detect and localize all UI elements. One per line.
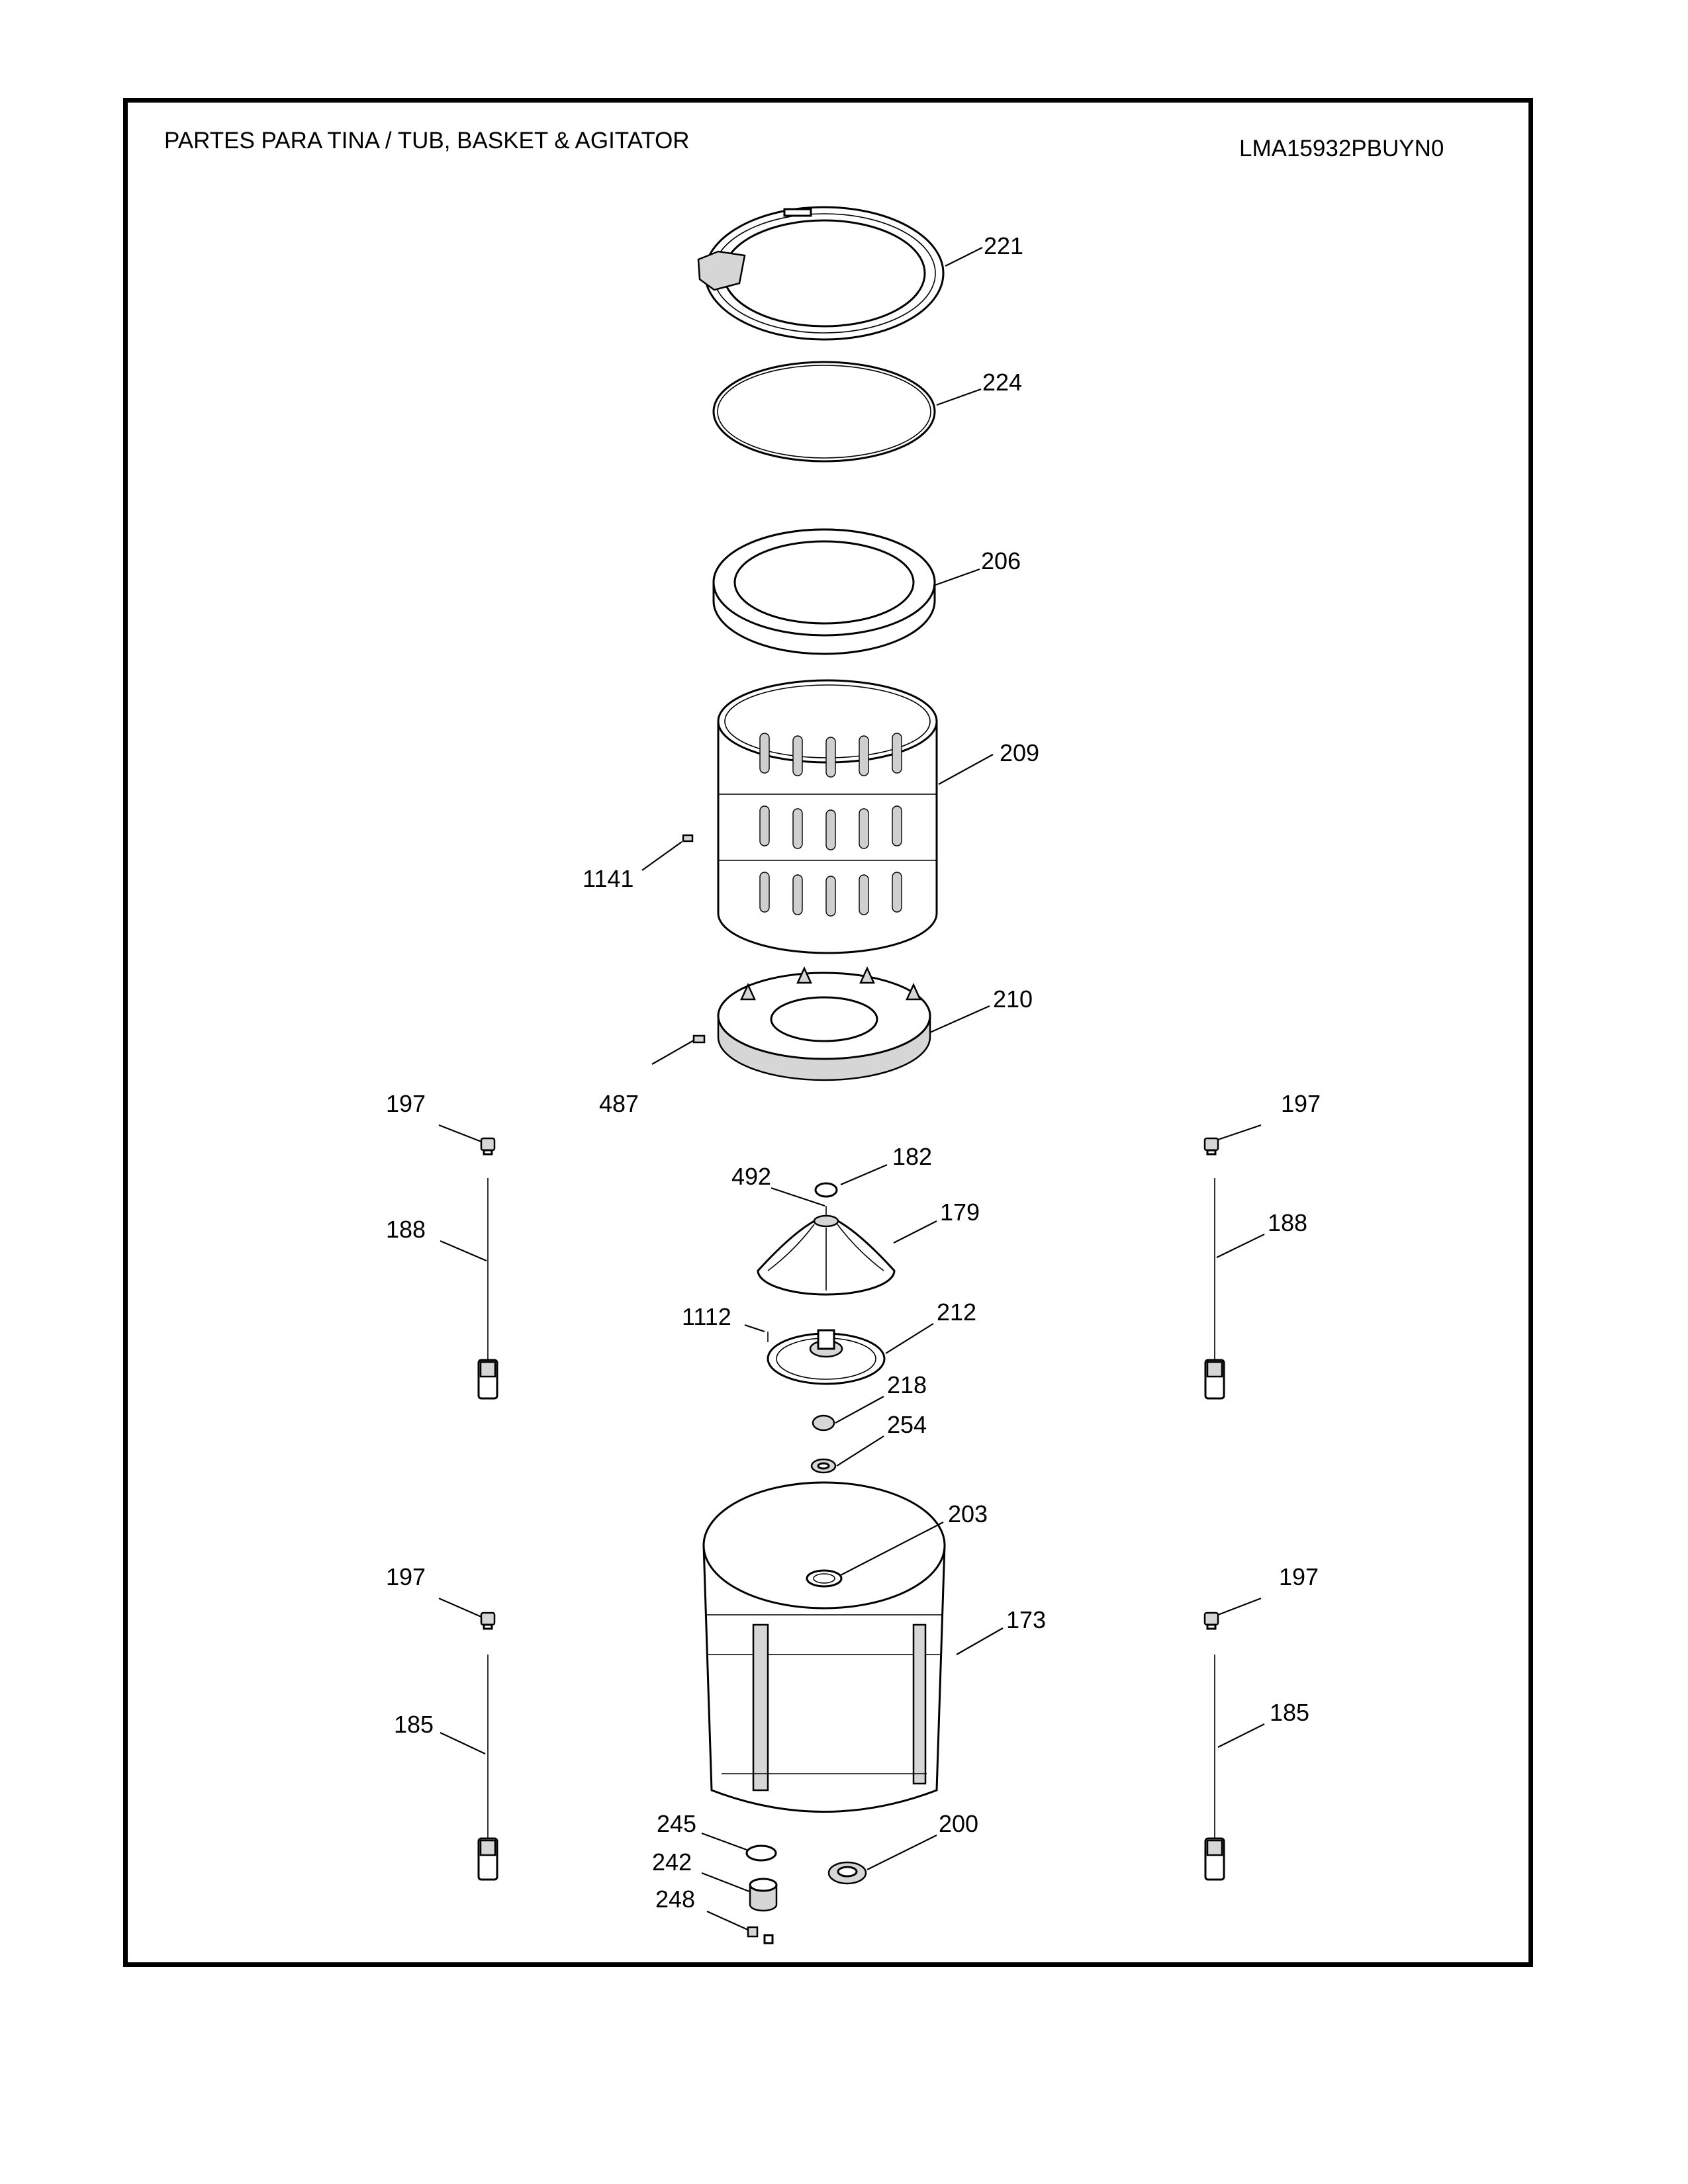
part-209-wash-basket — [717, 679, 938, 954]
callout-197-lower-right: 197 — [1279, 1563, 1319, 1590]
callout-173: 173 — [1006, 1606, 1046, 1633]
part-197-grommet-upper-left — [480, 1137, 496, 1156]
part-173-outer-tub — [702, 1481, 946, 1813]
page-title: PARTES PARA TINA / TUB, BASKET & AGITATO… — [164, 128, 690, 154]
callout-188-left: 188 — [386, 1216, 426, 1243]
part-206-balance-ring — [712, 528, 936, 655]
callout-245: 245 — [657, 1810, 696, 1837]
callout-221: 221 — [984, 232, 1023, 259]
callout-203: 203 — [948, 1500, 988, 1527]
callout-197-lower-left: 197 — [386, 1563, 426, 1590]
part-188-suspension-rod-right — [1204, 1178, 1225, 1400]
callout-1112: 1112 — [682, 1303, 731, 1330]
callout-185-right: 185 — [1270, 1699, 1309, 1726]
callout-182: 182 — [892, 1143, 932, 1170]
part-200-bearing-seal — [827, 1861, 867, 1885]
part-1141-screw — [682, 834, 694, 842]
callout-179: 179 — [940, 1199, 980, 1226]
part-224-gasket — [712, 361, 936, 463]
callout-206: 206 — [981, 547, 1021, 574]
part-197-grommet-lower-left — [480, 1612, 496, 1630]
part-245-o-ring — [745, 1844, 777, 1862]
part-182-cap — [814, 1182, 838, 1198]
part-218-nut — [812, 1414, 835, 1432]
part-248-clips — [747, 1926, 774, 1944]
part-185-damper-rod-right — [1204, 1655, 1225, 1881]
part-242-bushing — [749, 1878, 778, 1912]
part-487-screw — [692, 1034, 706, 1044]
callout-210: 210 — [993, 985, 1033, 1013]
callout-212: 212 — [937, 1298, 976, 1326]
callout-248: 248 — [655, 1886, 695, 1913]
callout-254: 254 — [887, 1411, 927, 1438]
part-221-tub-cover — [697, 206, 945, 341]
diagram-frame — [123, 98, 1533, 1967]
part-185-damper-rod-left — [477, 1655, 498, 1881]
callout-224: 224 — [982, 369, 1022, 396]
part-212-drive-hub — [767, 1329, 886, 1385]
part-188-suspension-rod-left — [477, 1178, 498, 1400]
part-210-basket-base — [717, 966, 931, 1081]
callout-242: 242 — [652, 1848, 692, 1876]
callout-200: 200 — [939, 1810, 978, 1837]
callout-1141: 1141 — [583, 865, 633, 892]
part-197-grommet-upper-right — [1203, 1137, 1219, 1156]
part-203-seal — [806, 1569, 843, 1588]
part-197-grommet-lower-right — [1203, 1612, 1219, 1630]
callout-197-upper-right: 197 — [1281, 1090, 1321, 1117]
part-179-impeller — [757, 1214, 896, 1296]
callout-218: 218 — [887, 1371, 927, 1398]
callout-197-upper-left: 197 — [386, 1090, 426, 1117]
callout-492: 492 — [731, 1163, 771, 1190]
callout-185-left: 185 — [394, 1711, 434, 1738]
callout-188-right: 188 — [1268, 1209, 1307, 1236]
callout-209: 209 — [1000, 739, 1039, 766]
callout-487: 487 — [599, 1090, 639, 1117]
model-number: LMA15932PBUYN0 — [1239, 136, 1444, 161]
